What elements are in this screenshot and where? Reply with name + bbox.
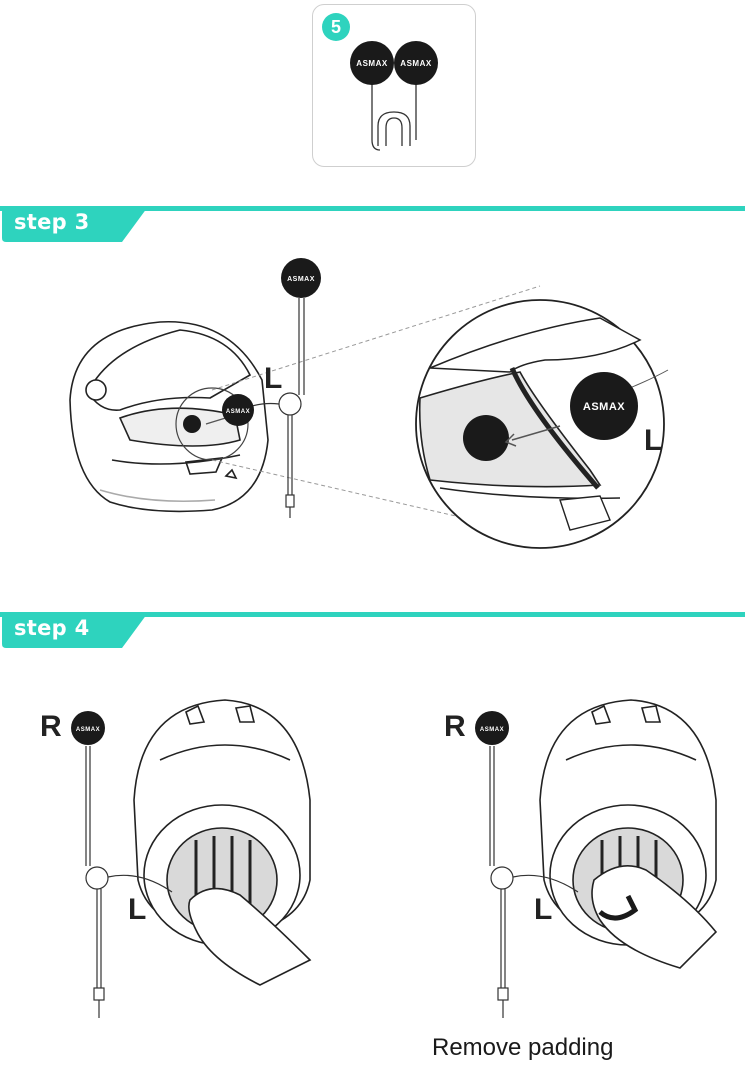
speaker-icon <box>394 41 438 85</box>
speaker-icon <box>222 394 254 426</box>
left-side-label: L <box>534 893 553 926</box>
left-side-label: L <box>264 362 283 395</box>
right-side-label: R <box>40 710 62 743</box>
speaker-logo: ASMAX <box>287 276 315 283</box>
speaker-icon <box>570 372 638 440</box>
speaker-logo: ASMAX <box>480 727 504 733</box>
speaker-icon <box>475 711 509 745</box>
speaker-icon <box>71 711 105 745</box>
left-side-label: L <box>644 424 663 457</box>
step3-label: step 3 <box>14 210 90 234</box>
speaker-icon <box>350 41 394 85</box>
speaker-logo: ASMAX <box>583 401 625 413</box>
speaker-mount-spot <box>463 415 509 461</box>
right-side-label: R <box>444 710 466 743</box>
remove-padding-caption: Remove padding <box>432 1034 614 1061</box>
step3-band <box>0 206 745 242</box>
speaker-cable <box>245 298 305 518</box>
step4-label: step 4 <box>14 616 90 640</box>
step4-band <box>0 612 745 648</box>
speaker-logo: ASMAX <box>76 727 100 733</box>
helmet-front-icon <box>539 699 718 969</box>
zoom-detail <box>415 299 669 549</box>
speaker-logo: ASMAX <box>226 409 250 415</box>
step-number-badge: 5 <box>322 13 350 41</box>
speaker-logo: ASMAX <box>400 59 432 68</box>
speaker-mount-spot <box>183 415 201 433</box>
speaker-logo: ASMAX <box>356 59 388 68</box>
speaker-cable <box>85 746 173 1018</box>
speaker-icon <box>281 258 321 298</box>
arrow-icon <box>598 894 639 921</box>
left-side-label: L <box>128 893 147 926</box>
speaker-pair-icon <box>350 41 438 151</box>
speaker-cable <box>489 746 579 1018</box>
helmet-front-icon <box>133 699 312 986</box>
